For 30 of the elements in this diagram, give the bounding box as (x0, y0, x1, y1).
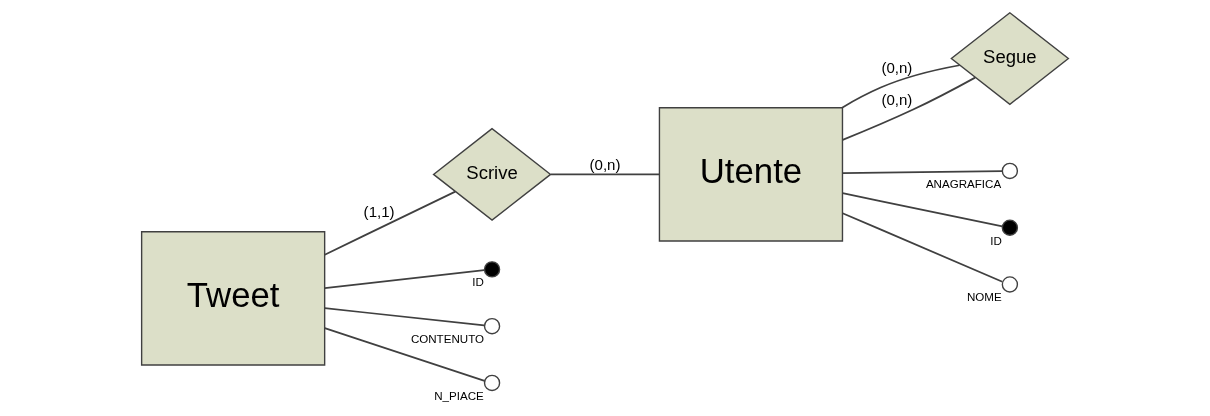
connector (323, 327, 486, 382)
connector (841, 212, 1004, 283)
connector (841, 170, 1003, 175)
edge-label: (1,1) (363, 202, 395, 220)
node-label: ANAGRAFICA (925, 177, 1002, 190)
connector (323, 190, 457, 256)
node-circle (1001, 162, 1019, 180)
edge-label: (0,n) (881, 58, 913, 76)
node-circle (483, 317, 501, 335)
node-label: ID (472, 276, 484, 289)
connector (841, 76, 976, 141)
node-label: NOME (967, 291, 1002, 304)
node-box: Tweet (140, 231, 326, 366)
connector (323, 307, 486, 327)
node-circle (483, 374, 501, 392)
connector (549, 173, 661, 176)
node-label: N_PIACE (434, 389, 484, 402)
node-dot (1001, 219, 1019, 236)
node-box: Utente (658, 107, 844, 242)
connector (841, 64, 961, 109)
node-diamond: Scrive (432, 127, 552, 222)
edge-label: (0,n) (589, 156, 621, 174)
node-diamond: Segue (950, 11, 1070, 106)
node-dot (483, 261, 501, 278)
connector (841, 192, 1004, 228)
edge-label: (0,n) (881, 91, 913, 109)
node-label: ID (990, 234, 1002, 247)
node-circle (1001, 276, 1019, 293)
connector (323, 269, 486, 289)
node-label: CONTENUTO (410, 332, 485, 345)
